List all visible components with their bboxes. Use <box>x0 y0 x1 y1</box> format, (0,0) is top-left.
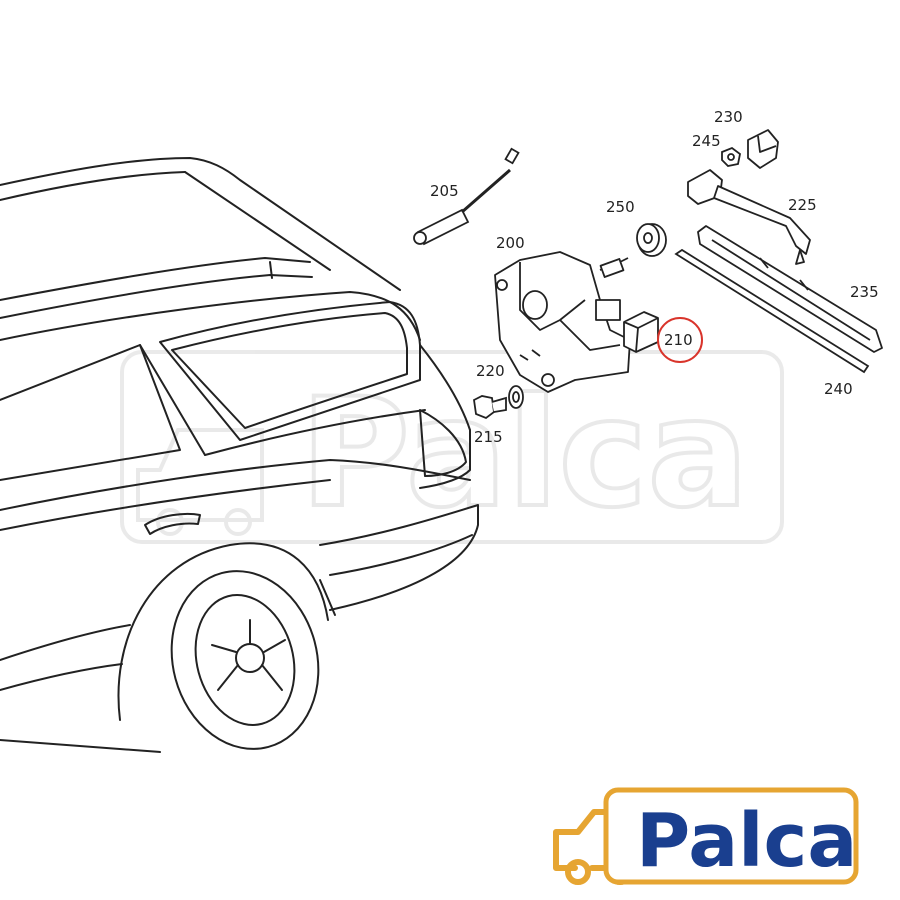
part-label-245: 245 <box>692 132 721 150</box>
logo-text: Palca <box>636 798 857 884</box>
part-labels: 205 200 250 230 245 225 235 240 220 215 … <box>430 108 879 446</box>
highlight-circle-210 <box>657 317 703 363</box>
part-245-nut <box>721 146 741 167</box>
part-label-225: 225 <box>788 196 817 214</box>
part-230-cap <box>747 129 779 169</box>
part-label-240: 240 <box>824 380 853 398</box>
wheel-hub-icon <box>211 619 286 691</box>
part-label-230: 230 <box>714 108 743 126</box>
part-label-210: 210 <box>664 331 693 349</box>
watermark-text: Palca <box>300 367 749 541</box>
part-label-200: 200 <box>496 234 525 252</box>
watermark-car-icon <box>136 428 264 536</box>
part-205-gas-strut <box>413 147 520 246</box>
part-250-grommet <box>636 223 667 257</box>
part-240-wiper-rubber <box>674 248 870 374</box>
part-label-215: 215 <box>474 428 503 446</box>
brand-logo: Palca <box>553 787 859 885</box>
logo-border <box>603 787 859 885</box>
part-label-235: 235 <box>850 283 879 301</box>
part-label-220: 220 <box>476 362 505 380</box>
part-200-wiper-motor <box>494 251 631 393</box>
part-label-250: 250 <box>606 198 635 216</box>
part-label-205: 205 <box>430 182 459 200</box>
part-215-bolt <box>473 395 507 420</box>
part-225-wiper-arm <box>687 169 811 265</box>
car-outline <box>0 157 479 753</box>
part-220-washer <box>508 385 524 409</box>
part-235-wiper-blade <box>697 225 883 353</box>
part-210-connector <box>623 311 659 353</box>
